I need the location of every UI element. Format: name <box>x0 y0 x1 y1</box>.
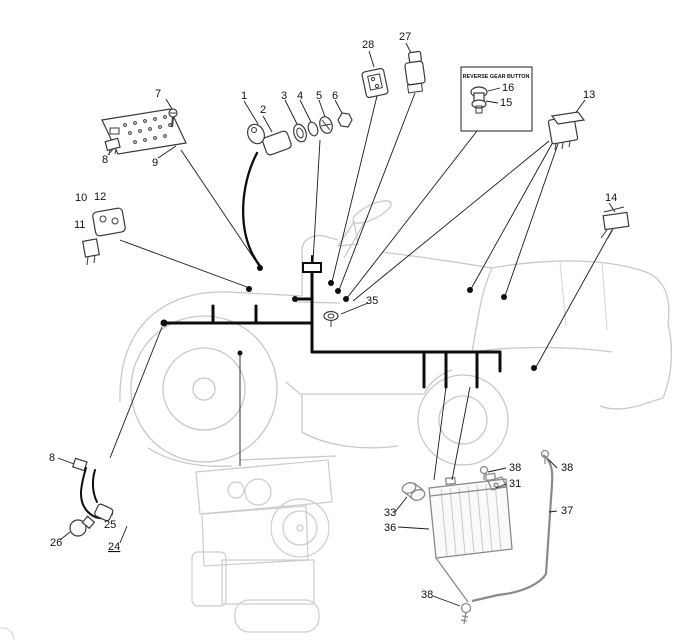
bolt-38-top-left <box>479 465 489 480</box>
part-icons <box>69 50 630 537</box>
callout-31: 31 <box>509 478 521 490</box>
ring-icon-4 <box>307 121 319 137</box>
rear-wheel-outline <box>130 315 278 463</box>
callout-12: 12 <box>94 191 106 203</box>
callout-28: 28 <box>362 39 374 51</box>
callout-13: 13 <box>583 89 595 101</box>
switch-icon-27 <box>404 50 426 94</box>
callout-37: 37 <box>561 505 573 517</box>
front-wheel-outline <box>417 374 509 466</box>
callout-38a: 38 <box>509 462 521 474</box>
callout-27: 27 <box>399 31 411 43</box>
fuse-holder <box>92 207 126 237</box>
tractor-outline <box>0 200 673 640</box>
callout-14: 14 <box>605 192 617 204</box>
callout-2: 2 <box>260 104 266 116</box>
callout-6: 6 <box>332 90 338 102</box>
reverse-gear-button-box: REVERSE GEAR BUTTON <box>460 66 533 132</box>
screw-icon-7 <box>168 108 178 128</box>
switch-icon-14 <box>600 206 630 239</box>
harness-connector <box>302 262 322 273</box>
callout-1: 1 <box>241 90 247 102</box>
battery-terminal <box>444 476 457 486</box>
engine-outline <box>191 459 333 633</box>
callout-33: 33 <box>384 507 396 519</box>
ignition-key-switch <box>247 112 353 156</box>
callout-8a: 8 <box>102 154 108 166</box>
leader-lines <box>57 42 616 607</box>
lamp-wiring-assembly <box>69 457 114 537</box>
battery-assembly <box>401 449 554 625</box>
callout-24: 24 <box>108 541 120 553</box>
callout-25: 25 <box>104 519 116 531</box>
callout-26: 26 <box>50 537 62 549</box>
wiring-harness <box>160 151 537 389</box>
callout-9: 9 <box>152 157 158 169</box>
relay-icon-13 <box>547 111 586 151</box>
bulb-holder-icon-25 <box>94 503 114 522</box>
ring-terminal <box>160 319 168 327</box>
callout-3: 3 <box>281 90 287 102</box>
bulb-icon-26 <box>69 519 87 537</box>
callout-16: 16 <box>502 82 514 94</box>
bolt-38-bottom <box>460 602 472 625</box>
clip-icon-35 <box>323 310 339 327</box>
callout-10: 10 <box>75 192 87 204</box>
callout-15: 15 <box>500 97 512 109</box>
connector-icon-8-bottom <box>71 457 88 472</box>
reverse-button-icon <box>470 86 488 114</box>
steering-wheel-outline <box>352 200 392 224</box>
callout-38c: 38 <box>421 589 433 601</box>
junction-dots <box>237 265 537 371</box>
callout-8b: 8 <box>49 452 55 464</box>
connector-icon-8-top <box>104 137 121 156</box>
callout-5: 5 <box>316 90 322 102</box>
circuit-board <box>101 108 187 155</box>
fuse-icon-11 <box>82 238 100 266</box>
battery-cap-33 <box>401 482 426 501</box>
washer-icon-3 <box>293 123 307 143</box>
callout-11: 11 <box>74 219 85 231</box>
switch-icon-28 <box>361 67 389 99</box>
watermark-arc <box>0 627 15 640</box>
key-switch-wire <box>241 151 262 268</box>
battery-bracket-37 <box>471 454 554 603</box>
callout-4: 4 <box>297 90 303 102</box>
callout-38b: 38 <box>561 462 573 474</box>
callout-36: 36 <box>384 522 396 534</box>
bolt-38-top-right <box>540 449 550 464</box>
callout-35: 35 <box>366 295 378 307</box>
callout-7: 7 <box>155 88 161 100</box>
terminal-clamp-31 <box>487 476 507 491</box>
muffler-outline <box>234 599 320 633</box>
reverse-gear-button-label: REVERSE GEAR BUTTON <box>463 74 530 80</box>
nut-icon-6 <box>337 112 353 128</box>
callout-labels: 7 8 9 1 2 3 4 5 6 28 27 16 15 13 10 12 1… <box>49 31 617 601</box>
